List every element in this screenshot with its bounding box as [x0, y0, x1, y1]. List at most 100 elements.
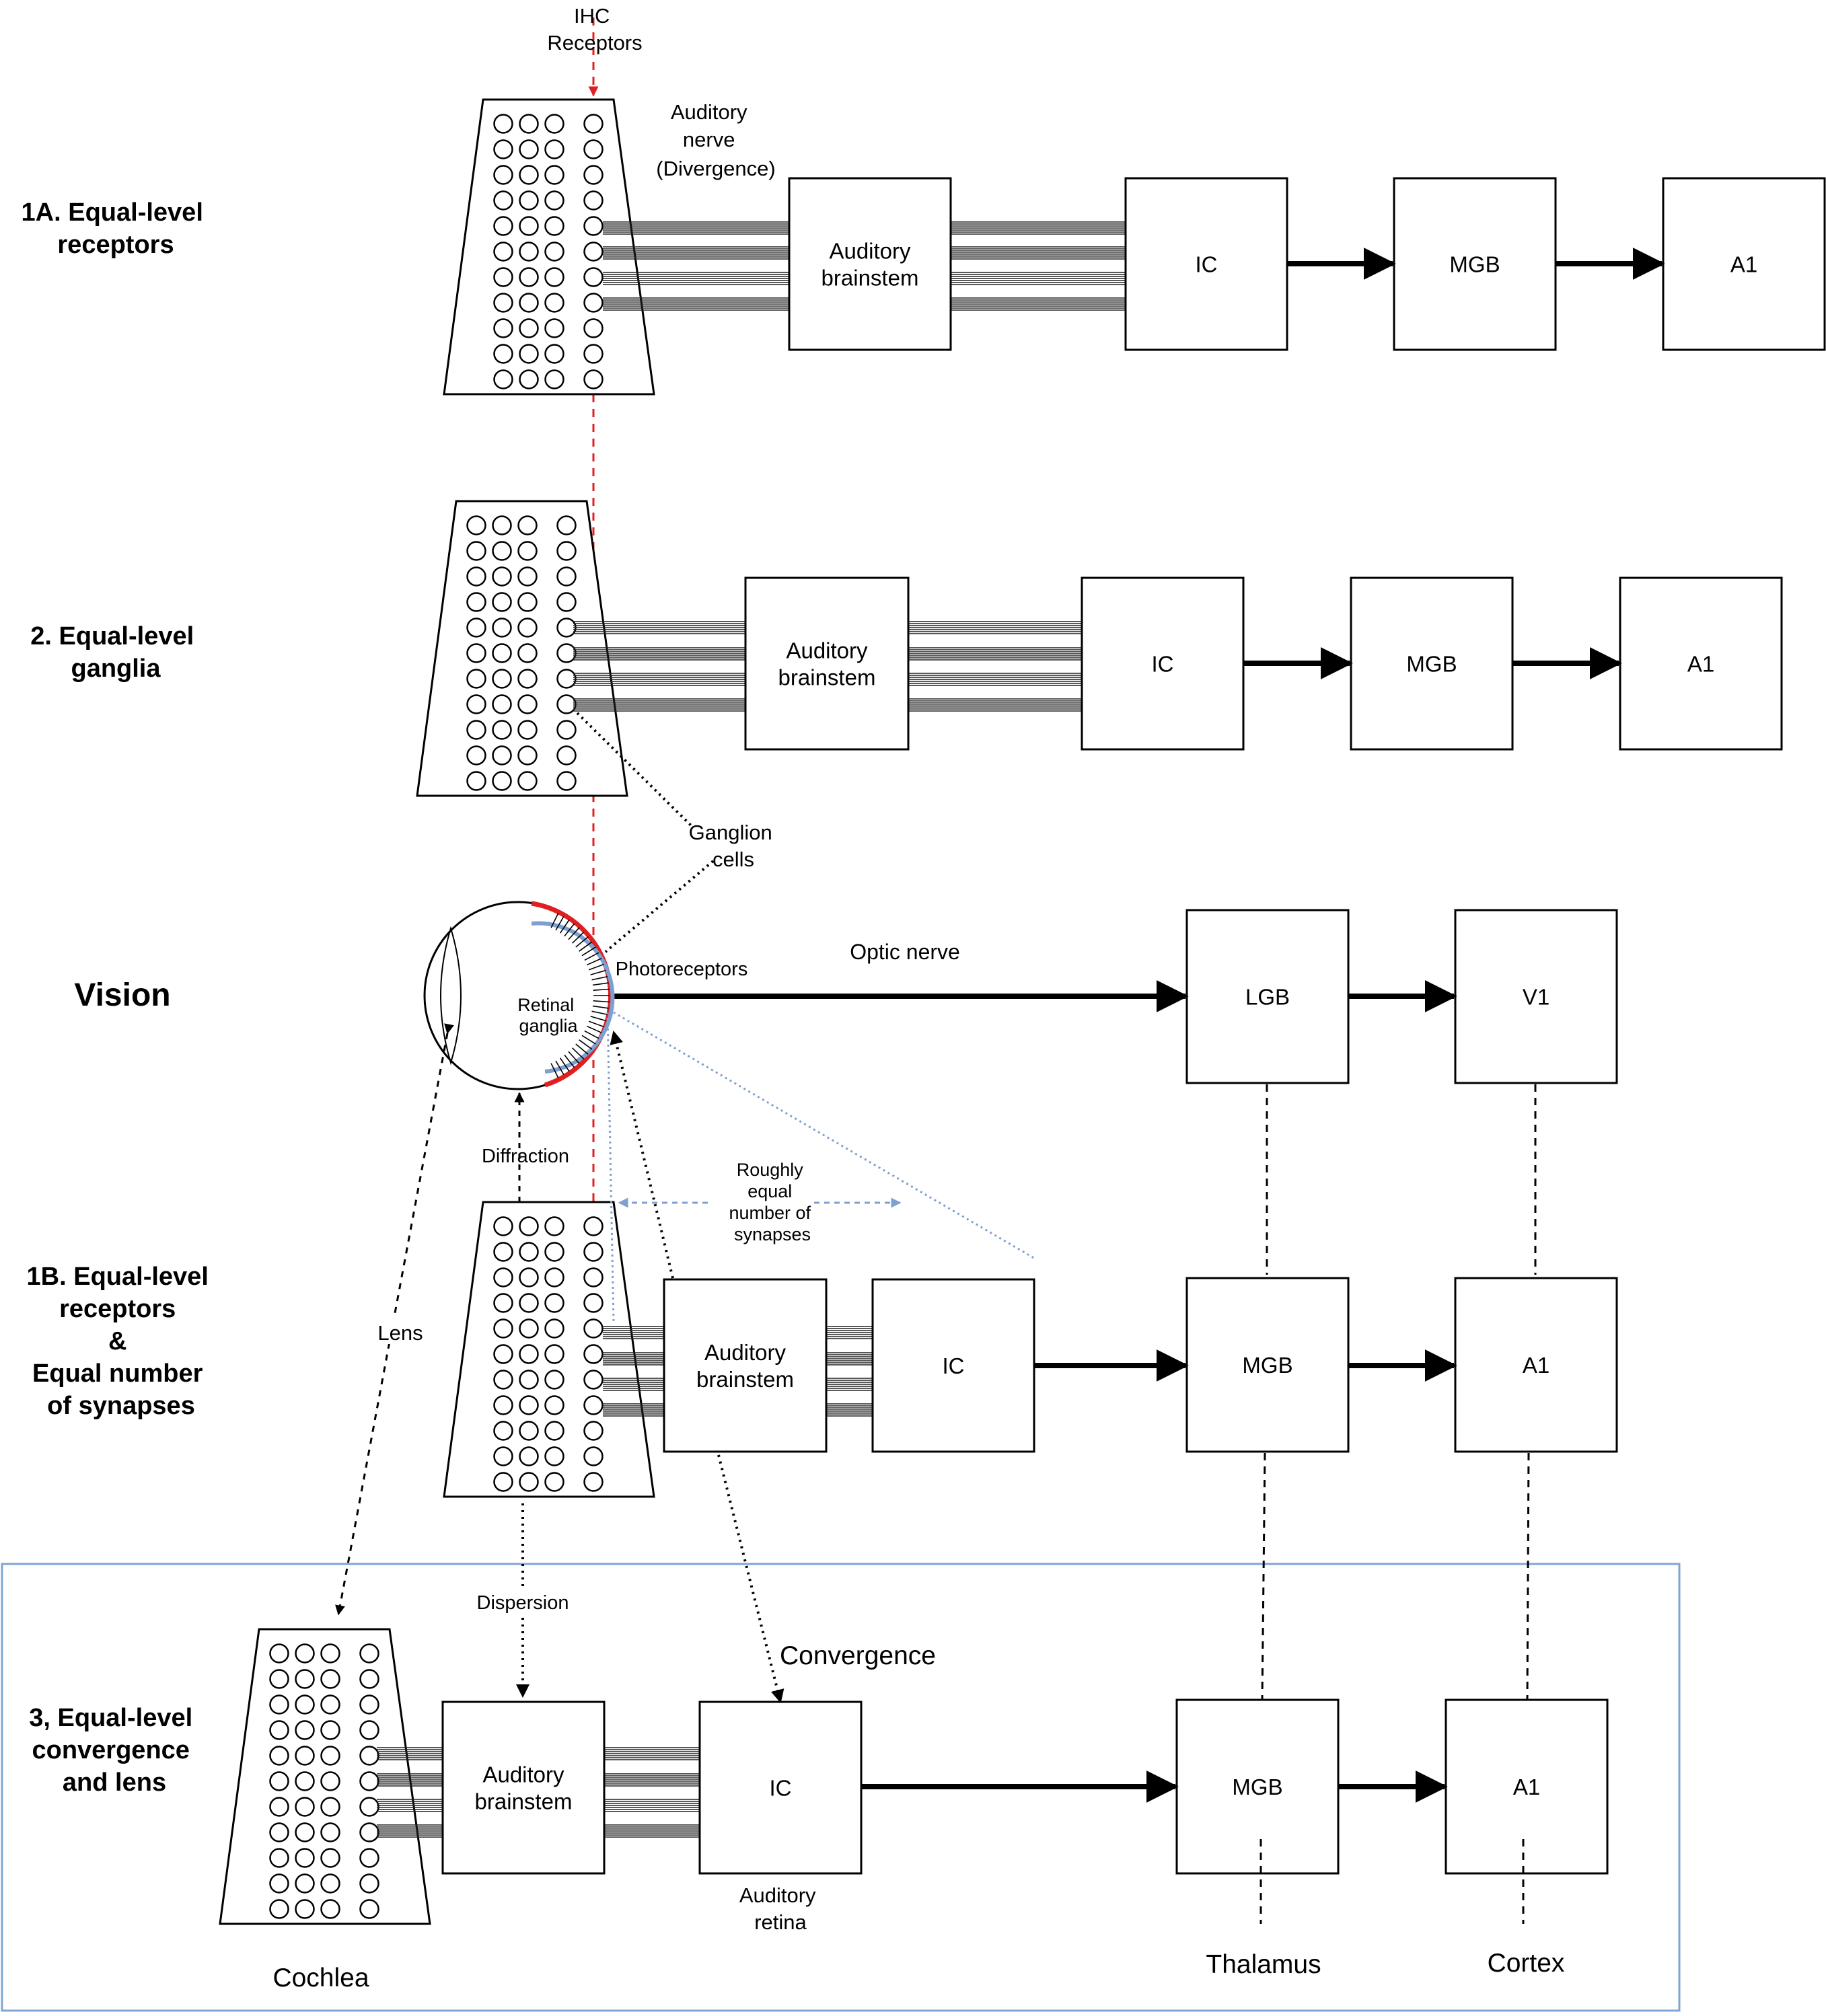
- receptor-cell: [519, 1267, 539, 1287]
- photoreceptors-label: Photoreceptors: [616, 959, 748, 980]
- receptor-cell: [517, 745, 538, 766]
- receptor-cell: [556, 745, 577, 766]
- receptor-cell: [493, 190, 513, 211]
- nerve-bundle-2-a: [573, 621, 745, 712]
- convergence-label: Convergence: [780, 1641, 936, 1670]
- box-1a-ic-label: IC: [1196, 252, 1218, 277]
- receptor-cell: [544, 293, 564, 313]
- a1-cortex-link: [1526, 1452, 1530, 1700]
- receptor-cell: [583, 1267, 604, 1287]
- box-1b-mgb-label: MGB: [1242, 1353, 1292, 1378]
- receptor-cell: [493, 1216, 513, 1236]
- eye-diagram: Retinal ganglia: [423, 901, 615, 1090]
- receptor-cell: [517, 643, 538, 663]
- receptor-cell: [269, 1873, 289, 1894]
- box-2-ic-label: IC: [1152, 652, 1174, 677]
- receptor-cell: [519, 1446, 539, 1466]
- box-1b-a1-label: A1: [1523, 1353, 1549, 1378]
- receptor-cell: [466, 720, 486, 740]
- cochlea-label: Cochlea: [272, 1964, 369, 1992]
- receptor-cell: [295, 1720, 315, 1740]
- ganglion-pointer-2: [604, 860, 715, 953]
- box-1a-mgb-label: MGB: [1449, 252, 1500, 277]
- box-2-a1: A1: [1619, 576, 1783, 751]
- box-3-ic-label: IC: [770, 1776, 792, 1801]
- receptor-cell: [493, 216, 513, 236]
- receptor-cell: [466, 643, 486, 663]
- row-label-1a: 1A. Equal-level receptors: [22, 198, 211, 259]
- receptor-cell: [466, 515, 486, 535]
- row-label-2: 2. Equal-level ganglia: [30, 622, 200, 683]
- receptor-cell: [583, 1318, 604, 1339]
- cochlea-3: [219, 1628, 431, 1925]
- receptor-cell: [556, 771, 577, 791]
- lens-label: Lens: [377, 1321, 423, 1345]
- receptor-cell: [544, 1293, 564, 1313]
- receptor-cell: [519, 1242, 539, 1262]
- box-3-a1-label: A1: [1513, 1775, 1540, 1799]
- box-3-ic: IC: [698, 1701, 863, 1875]
- receptor-cell: [556, 618, 577, 638]
- receptor-cell: [583, 1242, 604, 1262]
- receptor-cell: [517, 515, 538, 535]
- receptor-cell: [492, 566, 512, 587]
- receptor-cell: [269, 1899, 289, 1919]
- receptor-cell: [295, 1797, 315, 1817]
- receptor-cell: [583, 1472, 604, 1492]
- box-lgb-label: LGB: [1245, 985, 1290, 1010]
- receptor-cell: [544, 139, 564, 159]
- auditory-nerve-label: Auditory nerve (Divergence): [656, 100, 775, 180]
- receptor-cell: [519, 1421, 539, 1441]
- receptor-cell: [544, 241, 564, 262]
- receptor-cell: [492, 669, 512, 689]
- receptor-cell: [544, 1395, 564, 1415]
- receptor-cell: [320, 1848, 340, 1868]
- receptor-cell: [359, 1848, 379, 1868]
- box-1b-ic-label: IC: [943, 1353, 965, 1378]
- receptor-cell: [556, 694, 577, 714]
- receptor-cell: [493, 318, 513, 338]
- box-v1: V1: [1454, 909, 1618, 1084]
- receptor-cell: [544, 344, 564, 364]
- receptor-cell: [295, 1746, 315, 1766]
- receptor-cell: [519, 165, 539, 185]
- roughly-equal-label: Roughly equal number of synapses: [729, 1160, 815, 1244]
- receptor-cell: [519, 318, 539, 338]
- box-3-mgb-label: MGB: [1232, 1775, 1282, 1799]
- receptor-cell: [544, 1446, 564, 1466]
- receptor-cell: [519, 1344, 539, 1364]
- receptor-cell: [269, 1643, 289, 1664]
- receptor-cell: [359, 1873, 379, 1894]
- box-1a-a1-label: A1: [1730, 252, 1757, 277]
- nerve-bundle-3-b: [604, 1747, 700, 1838]
- receptor-cell: [556, 669, 577, 689]
- receptor-cell: [493, 369, 513, 389]
- row-label-vision: Vision: [74, 977, 170, 1013]
- receptor-cell: [493, 1242, 513, 1262]
- receptor-cell: [544, 1242, 564, 1262]
- box-lgb: LGB: [1185, 909, 1350, 1084]
- receptor-cell: [295, 1694, 315, 1715]
- receptor-cell: [583, 165, 604, 185]
- receptor-cell: [583, 241, 604, 262]
- receptor-cell: [556, 541, 577, 561]
- mgb-thalamus-link: [1261, 1452, 1266, 1700]
- receptor-cell: [583, 293, 604, 313]
- receptor-cell: [517, 566, 538, 587]
- receptor-cell: [492, 515, 512, 535]
- receptor-cell: [544, 1216, 564, 1236]
- receptor-cell: [269, 1746, 289, 1766]
- receptor-cell: [492, 745, 512, 766]
- receptor-cell: [295, 1899, 315, 1919]
- receptor-cell: [320, 1873, 340, 1894]
- receptor-cell: [492, 771, 512, 791]
- cochlea-2: [416, 500, 628, 797]
- receptor-cell: [544, 1421, 564, 1441]
- receptor-cell: [269, 1771, 289, 1791]
- receptor-cell: [359, 1797, 379, 1817]
- nerve-bundle-2-b: [908, 621, 1082, 712]
